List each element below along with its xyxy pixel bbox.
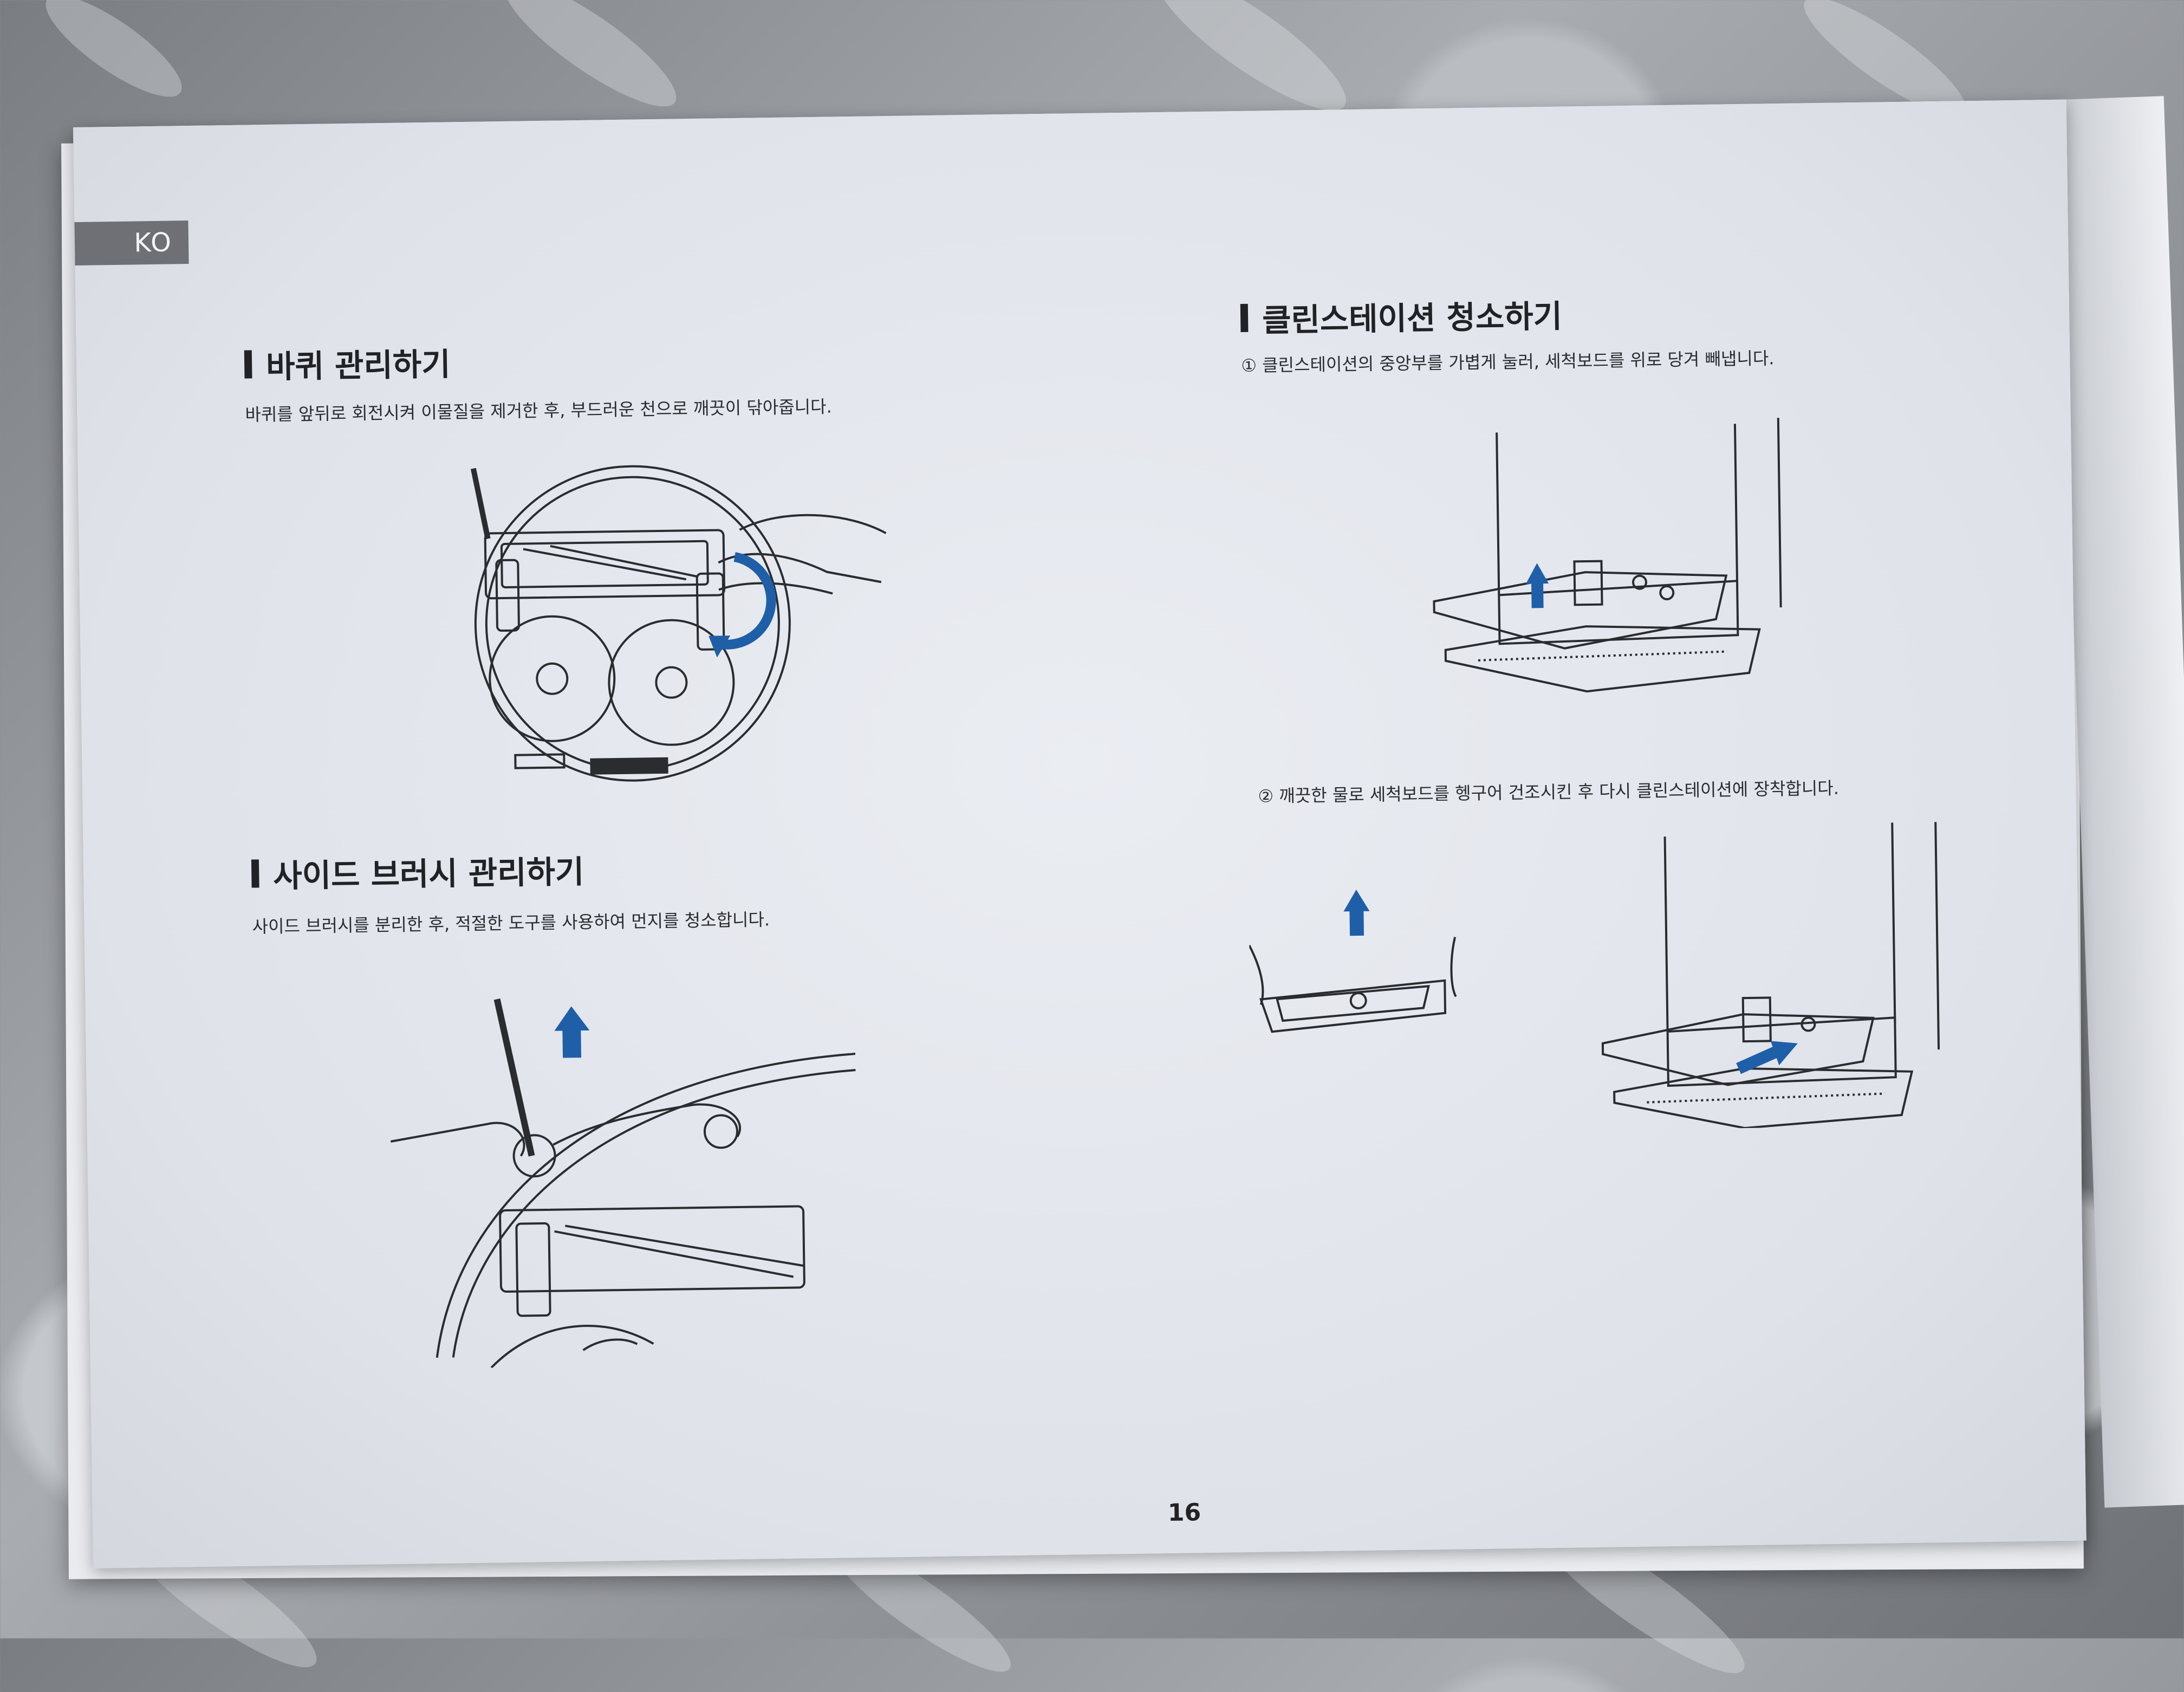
step-1-text: ① 클린스테이션의 중앙부를 가볍게 눌러, 세척보드를 위로 당겨 빼냅니다.	[1241, 348, 1774, 376]
rug-fiber	[33, 0, 194, 113]
board-rinse-illustration	[1248, 855, 1467, 1054]
clean-station-step1-illustration	[1421, 417, 1836, 705]
section-heading-side-brush-care: 사이드 브러시 관리하기	[251, 846, 584, 897]
manual-page: KO 바퀴 관리하기 바퀴를 앞뒤로 회전시켜 이물질을 제거한 후, 부드러운…	[73, 99, 2086, 1568]
section-title: 바퀴 관리하기	[265, 346, 451, 386]
language-label: KO	[133, 227, 173, 258]
step-2-text: ② 깨끗한 물로 세척보드를 헹구어 건조시킨 후 다시 클린스테이션에 장착합…	[1258, 777, 1839, 807]
section-description: 바퀴를 앞뒤로 회전시켜 이물질을 제거한 후, 부드러운 천으로 깨끗이 닦아…	[245, 396, 833, 425]
page-number: 16	[1167, 1499, 1201, 1527]
section-heading-clean-station: 클린스테이션 청소하기	[1240, 291, 1563, 341]
section-title: 사이드 브러시 관리하기	[272, 853, 584, 894]
robot-wheel-illustration	[413, 446, 895, 789]
clean-station-step2-illustration	[1589, 821, 1972, 1130]
rug-fiber	[490, 0, 691, 125]
section-description: 사이드 브러시를 분리한 후, 적절한 도구를 사용하여 먼지를 청소합니다.	[252, 909, 770, 937]
side-brush-illustration	[388, 972, 881, 1369]
section-title: 클린스테이션 청소하기	[1262, 297, 1563, 339]
section-heading-wheel-care: 바퀴 관리하기	[244, 339, 451, 387]
heading-bar-icon	[244, 350, 252, 379]
language-tab: KO	[74, 221, 189, 265]
heading-bar-icon	[251, 859, 259, 888]
heading-bar-icon	[1240, 303, 1249, 332]
